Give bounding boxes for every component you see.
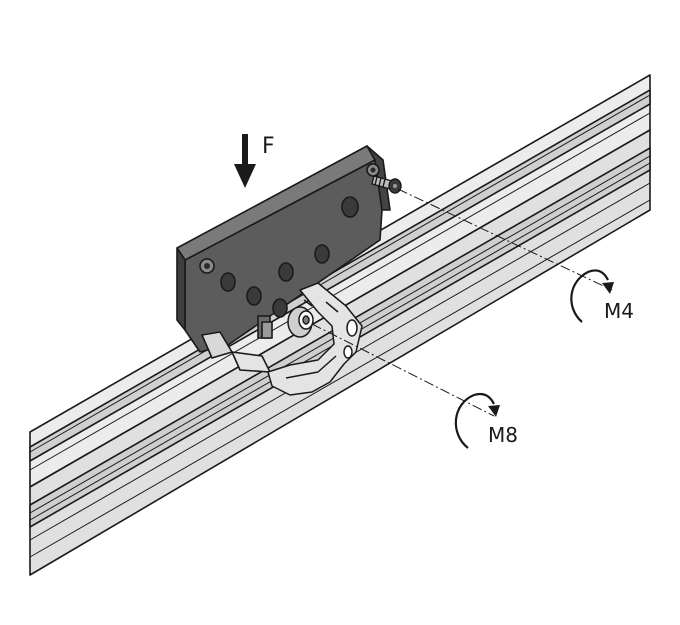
clamp-nut xyxy=(267,282,363,396)
clockwise-arrow-icon xyxy=(454,392,495,449)
force-label: F xyxy=(262,134,275,159)
m4-torque-label: M4 xyxy=(604,299,634,323)
plate-hole xyxy=(220,272,236,292)
m4-arrow-head xyxy=(602,282,614,294)
plate-hole xyxy=(314,244,330,264)
clamp-hole xyxy=(343,345,353,359)
clamp-hole xyxy=(346,319,358,337)
rail-top-slot xyxy=(29,89,651,462)
m8-torque-label: M8 xyxy=(488,423,518,447)
plate-hole xyxy=(246,286,262,306)
plate-hole xyxy=(278,262,294,282)
rail-step xyxy=(201,331,271,373)
m4-axis-line xyxy=(397,188,613,291)
m8-arrow-head xyxy=(488,405,500,417)
clamp-body xyxy=(267,282,363,396)
down-arrow-icon xyxy=(234,134,256,188)
plate-left-edge xyxy=(176,247,186,331)
plate-hole xyxy=(272,298,288,318)
mounting-plate xyxy=(176,145,391,353)
clockwise-arrow-icon xyxy=(570,269,609,323)
plate-hole xyxy=(341,196,359,218)
